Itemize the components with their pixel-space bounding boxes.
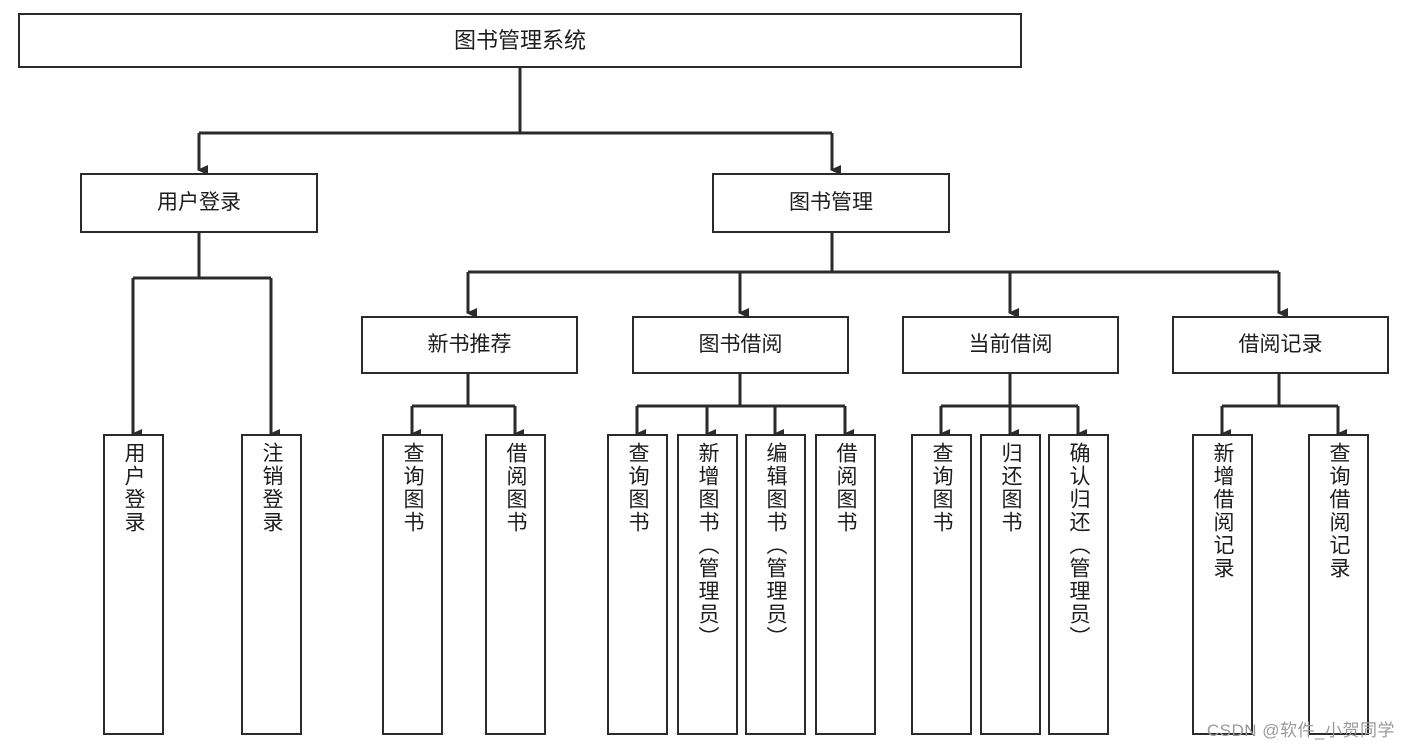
node-label: 查询借阅记录: [1327, 442, 1350, 580]
leaf-add-book[interactable]: 新增图书（管理员）: [677, 434, 738, 735]
node-label: 用户登录: [122, 442, 145, 534]
node-user-login[interactable]: 用户登录: [80, 173, 318, 233]
node-label: 用户登录: [157, 190, 241, 214]
node-book-borrow[interactable]: 图书借阅: [632, 316, 849, 374]
node-label: 新增借阅记录: [1211, 442, 1234, 580]
node-label: 归还图书: [999, 442, 1022, 534]
node-label: 查询图书: [626, 442, 649, 534]
node-borrow-record[interactable]: 借阅记录: [1172, 316, 1389, 374]
node-new-book-recommend[interactable]: 新书推荐: [361, 316, 578, 374]
node-label: 借阅图书: [834, 442, 857, 534]
node-label: 借阅图书: [504, 442, 527, 534]
node-label: 新增图书（管理员）: [696, 442, 719, 649]
node-label: 编辑图书（管理员）: [764, 442, 787, 649]
node-label: 注销登录: [260, 442, 283, 534]
leaf-borrow-book-1[interactable]: 借阅图书: [485, 434, 546, 735]
node-label: 确认归还（管理员）: [1067, 442, 1090, 649]
leaf-return-book[interactable]: 归还图书: [980, 434, 1041, 735]
node-label: 当前借阅: [968, 332, 1053, 356]
node-root-book-management-system[interactable]: 图书管理系统: [18, 13, 1022, 68]
node-label: 新书推荐: [427, 332, 512, 356]
leaf-query-book-1[interactable]: 查询图书: [382, 434, 443, 735]
watermark: CSDN @软件_小贺同学: [1206, 721, 1395, 740]
node-label: 查询图书: [930, 442, 953, 534]
node-label: 借阅记录: [1238, 332, 1323, 356]
leaf-query-record[interactable]: 查询借阅记录: [1308, 434, 1369, 735]
leaf-logout-login[interactable]: 注销登录: [241, 434, 302, 735]
node-label: 查询图书: [401, 442, 424, 534]
leaf-confirm-return[interactable]: 确认归还（管理员）: [1048, 434, 1109, 735]
leaf-query-book-3[interactable]: 查询图书: [911, 434, 972, 735]
node-label: 图书管理系统: [453, 27, 586, 53]
leaf-add-record[interactable]: 新增借阅记录: [1192, 434, 1253, 735]
leaf-user-login[interactable]: 用户登录: [103, 434, 164, 735]
leaf-edit-book[interactable]: 编辑图书（管理员）: [745, 434, 806, 735]
leaf-query-book-2[interactable]: 查询图书: [607, 434, 668, 735]
node-label: 图书管理: [789, 190, 873, 214]
leaf-borrow-book-2[interactable]: 借阅图书: [815, 434, 876, 735]
node-current-borrow[interactable]: 当前借阅: [902, 316, 1119, 374]
node-label: 图书借阅: [698, 332, 783, 356]
node-book-manage[interactable]: 图书管理: [712, 173, 950, 233]
